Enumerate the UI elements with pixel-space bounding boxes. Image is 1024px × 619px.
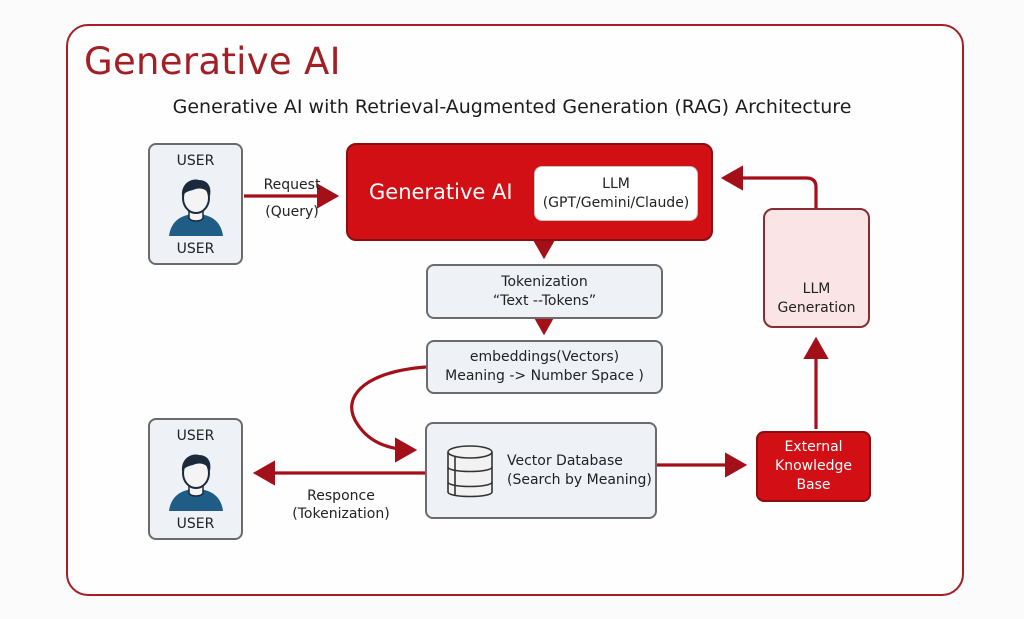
user-label-top: USER <box>176 428 215 444</box>
embed-to-db-arrow <box>350 365 427 463</box>
tokenization-node[interactable]: Tokenization “Text --Tokens” <box>426 264 663 319</box>
diagram-subtitle: Generative AI with Retrieval-Augmented G… <box>172 96 852 118</box>
llm-generation-line1: LLM <box>802 281 831 297</box>
generative-ai-node[interactable]: Generative AI LLM (GPT/Gemini/Claude) <box>346 143 713 241</box>
kb-line1: External <box>784 439 843 455</box>
user-node-top[interactable]: USER USER <box>148 143 243 265</box>
response-label: Responce (Tokenization) <box>282 487 400 523</box>
page-title: Generative AI <box>84 40 341 83</box>
external-knowledge-base-node[interactable]: External Knowledge Base <box>756 431 871 502</box>
llm-subnode[interactable]: LLM (GPT/Gemini/Claude) <box>534 166 698 221</box>
user-node-bottom[interactable]: USER USER <box>148 418 243 540</box>
request-label-line1: Request <box>263 177 321 193</box>
database-icon <box>447 444 493 497</box>
llm-generation-node[interactable]: LLM Generation <box>763 208 870 328</box>
user-label-top: USER <box>176 153 215 169</box>
request-label: Request (Query) <box>256 172 328 226</box>
response-label-line2: (Tokenization) <box>292 506 390 522</box>
embeddings-title: embeddings(Vectors) <box>469 349 620 365</box>
request-label-line2: (Query) <box>265 204 319 220</box>
response-label-line1: Responce <box>307 488 375 504</box>
vector-db-title: Vector Database <box>507 452 623 469</box>
user-label-bottom: USER <box>176 241 215 257</box>
kb-line2: Knowledge <box>775 458 852 474</box>
kb-line3: Base <box>796 477 831 493</box>
user-avatar-icon <box>168 179 223 236</box>
llm-models: (GPT/Gemini/Claude) <box>542 194 690 211</box>
vector-db-desc: (Search by Meaning) <box>507 471 652 488</box>
user-avatar-icon <box>168 454 223 511</box>
tokenization-desc: “Text --Tokens” <box>492 292 597 309</box>
generative-ai-label: Generative AI <box>369 180 513 204</box>
llm-gen-to-gen-arrow <box>720 165 818 208</box>
tokenization-title: Tokenization <box>501 273 588 290</box>
vector-database-node[interactable]: Vector Database (Search by Meaning) <box>425 422 657 519</box>
embeddings-node[interactable]: embeddings(Vectors) Meaning -> Number Sp… <box>426 340 663 394</box>
user-label-bottom: USER <box>176 516 215 532</box>
llm-title: LLM <box>602 175 630 192</box>
embeddings-desc: Meaning -> Number Space ) <box>445 368 644 384</box>
llm-generation-line2: Generation <box>777 300 856 316</box>
